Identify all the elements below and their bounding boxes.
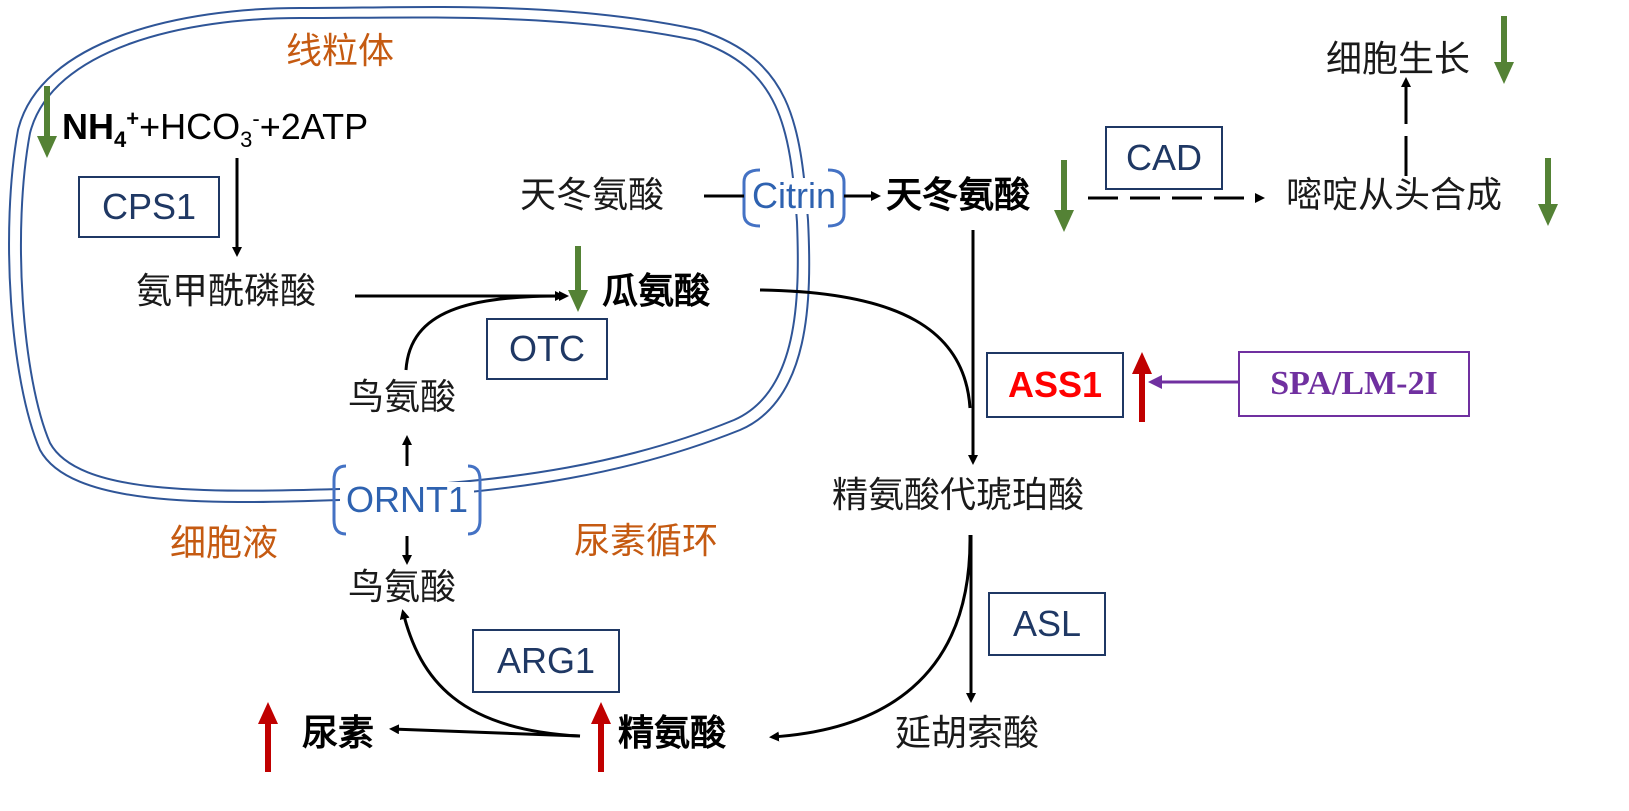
- nh4-subscript: 4: [114, 127, 127, 153]
- aspartate-cytosol: 天冬氨酸: [886, 175, 1031, 216]
- down-arrow-cell-growth: [1494, 16, 1514, 84]
- hco3-text: +HCO: [139, 106, 241, 147]
- up-arrow-arginine: [591, 702, 611, 772]
- arrow-arg1-to-urea: [389, 724, 581, 738]
- ornt1-transporter: ORNT1: [340, 482, 474, 518]
- down-arrow-aspartate: [1054, 160, 1074, 232]
- hco3-superscript: -: [252, 106, 260, 131]
- ornt1-bracket: [332, 464, 482, 536]
- citrulline: 瓜氨酸: [602, 271, 711, 312]
- carbamoyl-phosphate: 氨甲酰磷酸: [136, 271, 317, 312]
- enzyme-arg1: ARG1: [472, 629, 620, 693]
- up-indicators: [258, 352, 1152, 772]
- urea-cycle-label: 尿素循环: [574, 521, 719, 562]
- arrow-arg1-to-ornithine: [399, 609, 581, 738]
- nh4-text: NH: [62, 106, 114, 147]
- ornithine-cytosol: 鸟氨酸: [348, 567, 457, 608]
- arrow-asl-to-arginine: [769, 534, 972, 742]
- down-indicators: [37, 16, 1558, 312]
- pyrimidine-de-novo-synthesis: 嘧啶从头合成: [1286, 175, 1503, 216]
- atp-text: +2ATP: [259, 106, 369, 147]
- cell-growth: 细胞生长: [1326, 39, 1471, 80]
- down-arrow-nh4: [37, 86, 57, 158]
- aspartate-mitochondria: 天冬氨酸: [520, 175, 665, 216]
- citrin-bracket: [742, 168, 846, 228]
- substrate-formula: NH4++HCO3-+2ATP: [62, 108, 368, 151]
- enzyme-asl: ASL: [988, 592, 1106, 656]
- down-arrow-citrulline: [568, 246, 588, 312]
- reaction-arrows: [232, 77, 1411, 742]
- inhibitor-spa-lm-2i: SPA/LM-2I: [1238, 351, 1470, 417]
- arrow-ornithine-to-citrulline: [404, 291, 565, 371]
- nh4-superscript: +: [126, 106, 140, 131]
- cytosol-label: 细胞液: [170, 523, 279, 564]
- citrin-transporter: Citrin: [748, 178, 840, 214]
- enzyme-cad: CAD: [1105, 126, 1223, 190]
- fumarate: 延胡索酸: [895, 713, 1040, 754]
- enzyme-otc: OTC: [486, 318, 608, 380]
- argininosuccinate: 精氨酸代琥珀酸: [832, 475, 1085, 516]
- enzyme-cps1: CPS1: [78, 176, 220, 238]
- up-arrow-ass1: [1132, 352, 1152, 422]
- up-arrow-urea: [258, 702, 278, 772]
- down-arrow-pyrimidine: [1538, 158, 1558, 226]
- urea: 尿素: [302, 713, 375, 754]
- arginine: 精氨酸: [618, 713, 727, 754]
- mitochondria-label: 线粒体: [286, 31, 395, 72]
- hco3-subscript: 3: [240, 127, 253, 153]
- arrow-citrulline-to-ass1: [759, 288, 972, 409]
- ornithine-mitochondria: 鸟氨酸: [348, 377, 457, 418]
- mitochondrial-membrane: [8, 6, 811, 504]
- enzyme-ass1: ASS1: [986, 352, 1124, 418]
